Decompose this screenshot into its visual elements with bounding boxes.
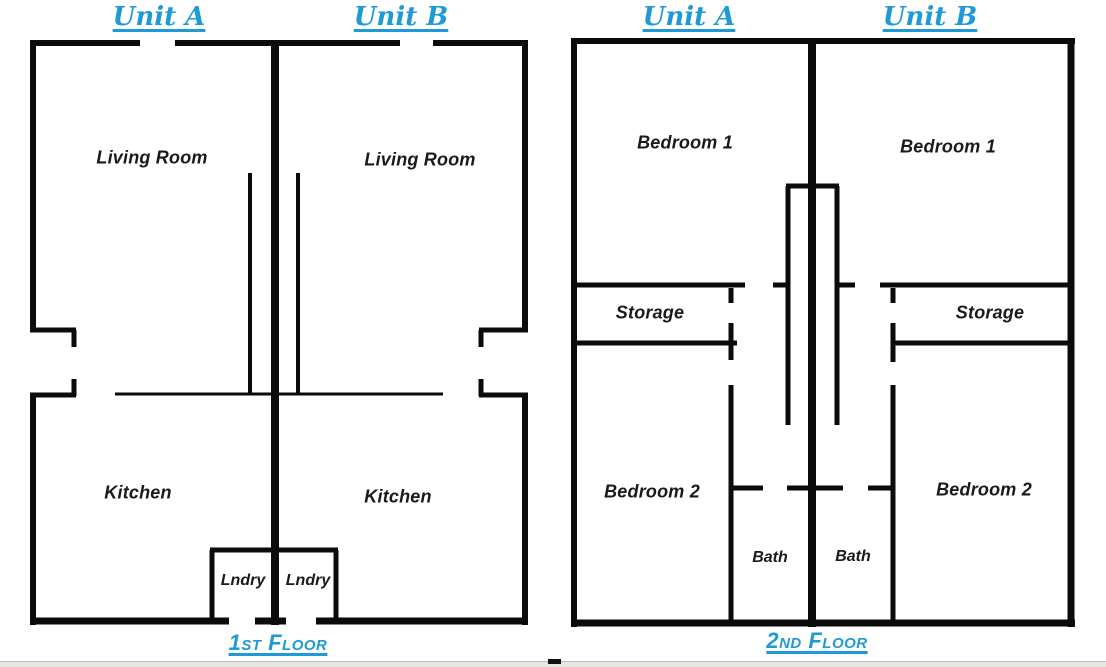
page-bottom-cutoff-mark <box>548 659 561 664</box>
floor1-caption: 1st Floor <box>228 630 328 655</box>
walls-floor1 <box>30 40 528 625</box>
room-label-bath-a: Bath <box>752 549 788 566</box>
room-label-living-room-a: Living Room <box>96 147 208 168</box>
floor2-caption: 2nd Floor <box>766 628 868 653</box>
floor2-unit-b-heading: Unit B <box>882 2 978 32</box>
floor1-unit-b-heading: Unit B <box>353 2 449 32</box>
floor1-unit-a-heading: Unit A <box>112 2 206 32</box>
room-label-bedroom2-a: Bedroom 2 <box>604 481 700 502</box>
room-label-laundry-b: Lndry <box>285 572 331 589</box>
room-label-kitchen-a: Kitchen <box>104 482 172 503</box>
room-label-bath-b: Bath <box>835 548 871 565</box>
walls-floor2 <box>571 38 1075 627</box>
room-label-living-room-b: Living Room <box>364 149 476 170</box>
floor2-unit-a-heading: Unit A <box>642 2 736 32</box>
room-label-bedroom2-b: Bedroom 2 <box>936 479 1032 500</box>
room-label-kitchen-b: Kitchen <box>364 486 432 507</box>
room-label-bedroom1-a: Bedroom 1 <box>637 132 733 153</box>
room-label-bedroom1-b: Bedroom 1 <box>900 136 996 157</box>
room-label-laundry-a: Lndry <box>220 572 266 589</box>
room-label-storage-b: Storage <box>955 302 1025 323</box>
room-label-storage-a: Storage <box>615 302 685 323</box>
